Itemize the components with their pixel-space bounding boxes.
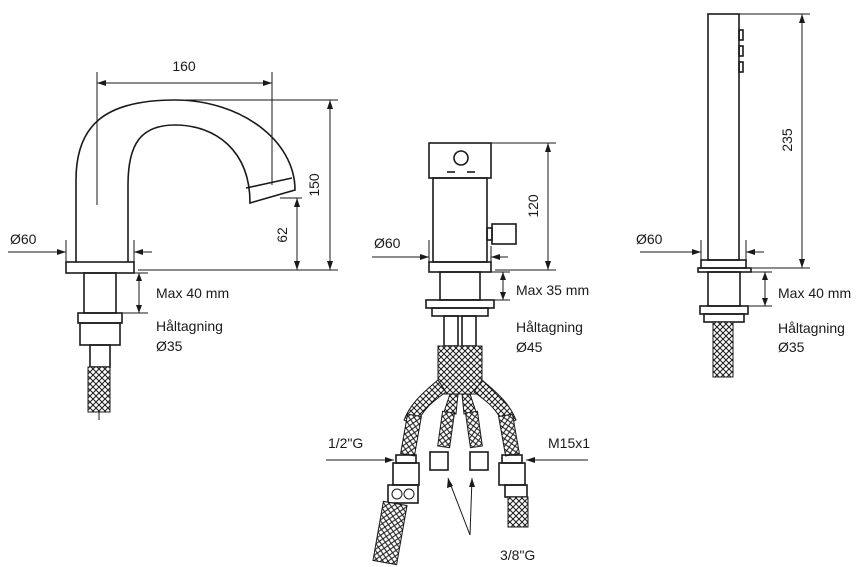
- mixer-base-flange: [428, 261, 492, 273]
- mixer-body: [432, 177, 488, 263]
- mixer-shank: [439, 271, 481, 301]
- spout-hole-dia: Ø35: [156, 338, 183, 354]
- spout-hole-label: Håltagning: [156, 318, 223, 334]
- mixer-height-dim: 120: [525, 194, 541, 218]
- handshower-base-dia: Ø60: [636, 231, 663, 247]
- handshower-drawing: 235 Ø60 Max 40 mm Håltagning Ø35: [636, 13, 851, 378]
- spout-drawing: 160 150 62 Ø60 Max 40 mm Håltagning Ø35: [8, 58, 338, 420]
- spout-nut-lower: [79, 322, 121, 346]
- spout-width-dim: 160: [172, 58, 196, 74]
- handshower-base-flange: [700, 259, 747, 269]
- mixer-base-dia: Ø60: [374, 235, 401, 251]
- mixer-nut-left: [429, 451, 449, 471]
- mixer-thread-bottom: 3/8"G: [500, 547, 535, 563]
- spout-base-flange: [65, 261, 135, 274]
- mixer-button-icon: [453, 150, 469, 166]
- mixer-nut-right: [469, 451, 489, 471]
- spout-outlet-edge: [245, 177, 293, 189]
- mixer-plate-lower: [431, 307, 489, 317]
- handshower-shank: [707, 271, 741, 307]
- spout-base-dia: Ø60: [10, 231, 37, 247]
- mixer-head: [428, 142, 492, 179]
- spout-height-dim: 150: [306, 173, 322, 197]
- mixer-side-knob-cap: [491, 223, 517, 245]
- mixer-thread-right: M15x1: [548, 435, 590, 451]
- mixer-thread-left: 1/2"G: [328, 435, 363, 451]
- mixer-max-thickness: Max 35 mm: [516, 282, 589, 298]
- handshower-hole-label: Håltagning: [778, 320, 845, 336]
- mixer-drawing: 120 Ø60 Max 35 mm Håltagning Ø45 1/2"G M…: [326, 142, 590, 566]
- spout-nut: [77, 312, 123, 324]
- handshower-height-dim: 235: [779, 128, 795, 152]
- mixer-plate: [425, 299, 495, 309]
- spout-body: [75, 99, 296, 262]
- mixer-hose-bundle: [437, 345, 483, 395]
- handshower-body: [707, 13, 740, 261]
- spout-shank: [83, 272, 117, 314]
- handshower-max-thickness: Max 40 mm: [778, 285, 851, 301]
- handshower-hole-dia: Ø35: [778, 339, 805, 355]
- handshower-nut: [699, 305, 749, 315]
- spout-fitting: [89, 344, 111, 368]
- mixer-hole-label: Håltagning: [516, 319, 583, 335]
- mixer-hole-dia: Ø45: [516, 339, 543, 355]
- spout-max-thickness: Max 40 mm: [156, 285, 229, 301]
- spout-hose: [87, 366, 111, 413]
- spout-outlet-dim: 62: [274, 227, 290, 243]
